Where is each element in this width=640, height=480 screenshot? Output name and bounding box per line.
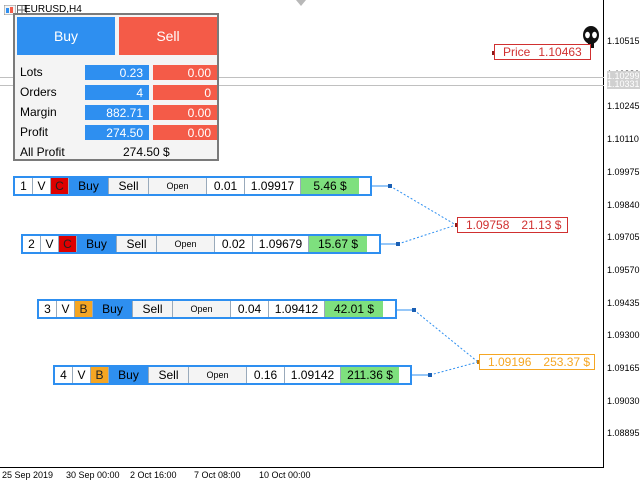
order-sell-button[interactable]: Sell: [117, 236, 157, 252]
price-callout[interactable]: Price 1.10463: [494, 44, 591, 60]
order-visibility-toggle[interactable]: V: [33, 178, 51, 194]
order-profit: 42.01 $: [325, 301, 383, 317]
price-tick: 1.09975: [607, 166, 640, 177]
trade-panel: Buy Sell Lots 0.23 0.00 Orders 4 0 Margi…: [13, 13, 219, 161]
price-tick: 1.09840: [607, 199, 640, 210]
time-tick: 30 Sep 00:00: [66, 470, 120, 480]
order-open-button[interactable]: Open: [157, 236, 215, 252]
order-row-2: 2 V C Buy Sell Open 0.02 1.09679 15.67 $: [21, 234, 381, 254]
group-b-callout[interactable]: 1.09196 253.37 $: [479, 354, 595, 370]
order-close-tag[interactable]: C: [51, 178, 69, 194]
order-row-4: 4 V B Buy Sell Open 0.16 1.09142 211.36 …: [53, 365, 412, 385]
order-close-tag[interactable]: C: [59, 236, 77, 252]
price-tick: 1.09435: [607, 297, 640, 308]
price-tick: 1.09165: [607, 363, 640, 373]
order-visibility-toggle[interactable]: V: [57, 301, 75, 317]
price-tick: 1.09570: [607, 264, 640, 275]
order-visibility-toggle[interactable]: V: [41, 236, 59, 252]
price-tick: 1.10110: [607, 134, 639, 145]
price-callout-label: Price: [503, 45, 531, 59]
order-number: 1: [15, 178, 33, 194]
order-visibility-toggle[interactable]: V: [73, 367, 91, 383]
group-c-price: 1.09758: [466, 218, 510, 232]
order-lots: 0.16: [247, 367, 285, 383]
time-tick: 2 Oct 16:00: [130, 470, 177, 480]
price-tick: 1.09705: [607, 232, 640, 243]
current-price-line-2: [0, 85, 604, 86]
order-sell-button[interactable]: Sell: [133, 301, 173, 317]
margin-label: Margin: [20, 105, 57, 119]
price-tick: 1.09300: [607, 330, 640, 341]
orders-sell-value: 0: [153, 85, 217, 100]
alien-icon: [582, 26, 600, 48]
orders-label: Orders: [20, 85, 57, 99]
orders-buy-value: 4: [85, 85, 149, 100]
order-lots: 0.04: [231, 301, 269, 317]
group-b-profit: 253.37 $: [543, 355, 591, 369]
sell-button[interactable]: Sell: [119, 17, 217, 55]
price-tick: 1.08895: [607, 428, 640, 439]
profit-buy-value: 274.50: [85, 125, 149, 140]
all-profit-value: 274.50 $: [123, 145, 170, 159]
order-profit: 15.67 $: [309, 236, 367, 252]
time-tick: 25 Sep 2019: [2, 470, 54, 480]
chart-plot-area[interactable]: [0, 0, 604, 468]
buy-button[interactable]: Buy: [17, 17, 115, 55]
price-tick: 1.10515: [607, 36, 640, 46]
order-lots: 0.02: [215, 236, 253, 252]
profit-label: Profit: [20, 125, 49, 139]
price-tick: 1.09030: [607, 395, 640, 406]
order-buy-button[interactable]: Buy: [69, 178, 109, 194]
order-open-button[interactable]: Open: [189, 367, 247, 383]
order-buy-button[interactable]: Buy: [109, 367, 149, 383]
group-c-callout[interactable]: 1.09758 21.13 $: [457, 217, 568, 233]
order-sell-button[interactable]: Sell: [109, 178, 149, 194]
time-tick: 7 Oct 08:00: [194, 470, 241, 480]
margin-buy-value: 882.71: [85, 105, 149, 120]
current-price-tick: 1.10331: [607, 79, 640, 89]
margin-sell-value: 0.00: [153, 105, 217, 120]
order-group-tag[interactable]: B: [91, 367, 109, 383]
order-buy-button[interactable]: Buy: [93, 301, 133, 317]
order-price: 1.09917: [245, 178, 301, 194]
order-lots: 0.01: [207, 178, 245, 194]
order-row-3: 3 V B Buy Sell Open 0.04 1.09412 42.01 $: [37, 299, 397, 319]
all-profit-label: All Profit: [20, 145, 65, 159]
order-price: 1.09679: [253, 236, 309, 252]
order-price: 1.09412: [269, 301, 325, 317]
time-tick: 10 Oct 00:00: [259, 470, 311, 480]
order-number: 4: [55, 367, 73, 383]
lots-buy-value: 0.23: [85, 65, 149, 80]
lots-sell-value: 0.00: [153, 65, 217, 80]
order-sell-button[interactable]: Sell: [149, 367, 189, 383]
lots-label: Lots: [20, 65, 43, 79]
chart-shift-marker[interactable]: [296, 0, 306, 6]
group-c-profit: 21.13 $: [521, 218, 562, 232]
profit-sell-value: 0.00: [153, 125, 217, 140]
order-profit: 5.46 $: [301, 178, 359, 194]
order-number: 3: [39, 301, 57, 317]
order-group-tag[interactable]: B: [75, 301, 93, 317]
current-price-line: [0, 77, 604, 78]
symbol-title: EURUSD,H4: [24, 4, 82, 15]
order-number: 2: [23, 236, 41, 252]
order-row-1: 1 V C Buy Sell Open 0.01 1.09917 5.46 $: [13, 176, 372, 196]
order-open-button[interactable]: Open: [173, 301, 231, 317]
group-b-price: 1.09196: [488, 355, 532, 369]
order-buy-button[interactable]: Buy: [77, 236, 117, 252]
order-profit: 211.36 $: [341, 367, 399, 383]
order-price: 1.09142: [285, 367, 341, 383]
order-open-button[interactable]: Open: [149, 178, 207, 194]
price-callout-value: 1.10463: [538, 45, 582, 59]
current-price-tick: 1.10299: [607, 71, 640, 81]
price-tick: 1.10245: [607, 101, 640, 112]
